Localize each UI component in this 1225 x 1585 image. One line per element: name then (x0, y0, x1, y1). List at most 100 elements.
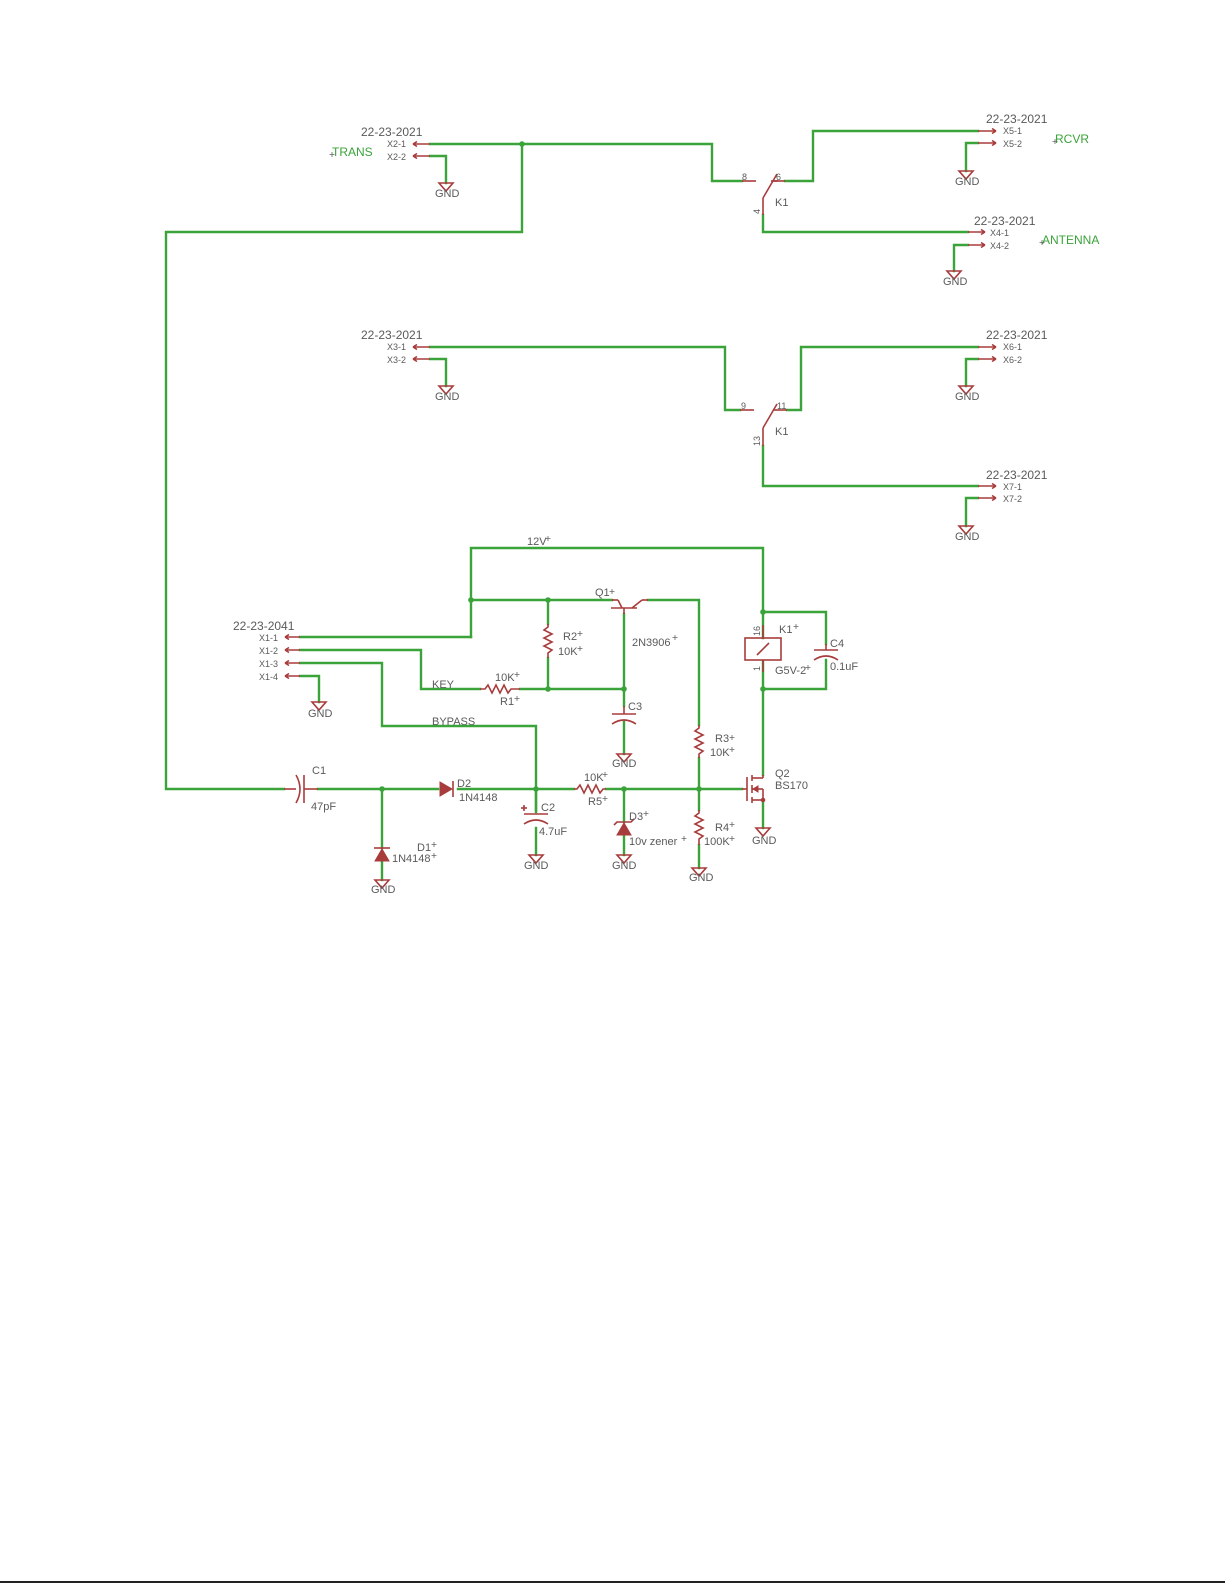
ground-icon (957, 525, 975, 536)
ground-icon (437, 182, 455, 193)
ground-icon (690, 867, 708, 878)
junction-dots (379, 141, 766, 792)
connector-x1-part: 22-23-2041 (233, 619, 295, 633)
capacitor-c2 (521, 805, 549, 825)
capacitor-c4 (813, 644, 839, 661)
wire-k1-pin13-x7 (761, 444, 980, 488)
wire-x3-gnd (428, 357, 448, 388)
connector-x7-part: 22-23-2021 (986, 468, 1048, 482)
wire-12v-rail (469, 546, 765, 640)
gnd-label: GND (308, 708, 333, 720)
relay-k1-coil-value: G5V-2 (775, 665, 806, 677)
pin-x1-1: X1-1 (259, 633, 278, 643)
relay-pin-16: 16 (752, 626, 762, 636)
pin-x6-1: X6-1 (1003, 342, 1022, 352)
connector-x2-part: 22-23-2021 (361, 125, 423, 139)
wire-junction-down (164, 142, 524, 791)
r2-label: R2 (563, 631, 577, 643)
net-label-antenna: ANTENNA (1042, 233, 1099, 247)
wire-x2-gnd (428, 154, 448, 185)
relay-pin-1: 1 (752, 666, 762, 671)
net-label-trans: TRANS (332, 145, 373, 159)
pin-x7-2: X7-2 (1003, 494, 1022, 504)
relay-pin-9: 9 (741, 401, 746, 411)
connector-x3-part: 22-23-2021 (361, 328, 423, 342)
pin-x1-3: X1-3 (259, 659, 278, 669)
junction (519, 141, 525, 147)
r4-label: R4 (715, 822, 729, 834)
relay-pin-4: 4 (752, 209, 762, 214)
text-labels: 22-23-2021 X2-1 X2-2 TRANS GND 22-23-202… (233, 112, 1099, 896)
q2-value: BS170 (775, 780, 808, 792)
gnd-label: GND (955, 176, 980, 188)
capacitor-c3 (611, 706, 637, 725)
c1-value: 47pF (311, 801, 336, 813)
junction (468, 597, 474, 603)
gnd-label: GND (435, 188, 460, 200)
gnd-label: GND (955, 531, 980, 543)
ground-icon (527, 854, 545, 865)
r3-label: R3 (715, 733, 729, 745)
relay-pin-13: 13 (752, 436, 762, 446)
pin-x3-2: X3-2 (387, 355, 406, 365)
wire-x7-gnd (964, 496, 980, 528)
gnd-label: GND (955, 391, 980, 403)
ground-icon (957, 170, 975, 181)
wire-q1-collector (646, 598, 701, 727)
c2-label: C2 (541, 802, 555, 814)
gnd-label: GND (612, 758, 637, 770)
relay-pin-6: 6 (776, 172, 781, 182)
d2-label: D2 (457, 778, 471, 790)
pin-x5-2: X5-2 (1003, 139, 1022, 149)
wire-x3-to-k1 (428, 345, 742, 412)
r2-value: 10K (558, 646, 578, 658)
resistor-r3 (693, 725, 705, 758)
mosfet-q2 (742, 775, 766, 803)
gnd-label: GND (524, 860, 549, 872)
resistor-r1 (480, 683, 520, 695)
c1-label: C1 (312, 765, 326, 777)
junction (621, 786, 627, 792)
relay-pin-11: 11 (777, 401, 786, 411)
c2-value: 4.7uF (539, 826, 567, 838)
wire-key (298, 648, 482, 691)
wire-x1-4-gnd (298, 674, 321, 704)
q1-label: Q1 (595, 587, 610, 599)
zener-diode-d3 (613, 818, 635, 836)
pin-x3-1: X3-1 (387, 342, 406, 352)
resistor-r2 (542, 624, 554, 658)
ground-icon (754, 827, 772, 838)
pin-x2-1: X2-1 (387, 139, 406, 149)
gnd-label: GND (435, 391, 460, 403)
relay-k1-label: K1 (775, 197, 788, 209)
r1-label: R1 (500, 696, 514, 708)
connector-x4-part: 22-23-2021 (974, 214, 1036, 228)
d3-label: D3 (629, 811, 643, 823)
pin-x1-4: X1-4 (259, 672, 278, 682)
c3-label: C3 (628, 701, 642, 713)
net-label-rcvr: RCVR (1055, 132, 1089, 146)
gnd-label: GND (612, 860, 637, 872)
d1-label: D1 (417, 842, 431, 854)
pin-x4-1: X4-1 (990, 228, 1009, 238)
net-label-bypass: BYPASS (432, 716, 475, 728)
d3-value: 10v zener (629, 836, 678, 848)
wires (164, 129, 980, 882)
r1-value: 10K (495, 672, 515, 684)
r5-label: R5 (588, 796, 602, 808)
relay-k1-contact-a (742, 173, 785, 215)
junction (621, 686, 627, 692)
c4-value: 0.1uF (830, 661, 858, 673)
junction (379, 786, 385, 792)
ground-icon (310, 701, 328, 712)
pin-x4-2: X4-2 (990, 241, 1009, 251)
junction (533, 786, 539, 792)
wire-bypass (298, 661, 538, 812)
ground-icon (957, 385, 975, 396)
relay-k1-contact-b (740, 403, 787, 446)
transistor-q1 (611, 599, 648, 614)
pin-x2-2: X2-2 (387, 152, 406, 162)
ground-icon (373, 879, 391, 890)
d2-value: 1N4148 (459, 792, 498, 804)
